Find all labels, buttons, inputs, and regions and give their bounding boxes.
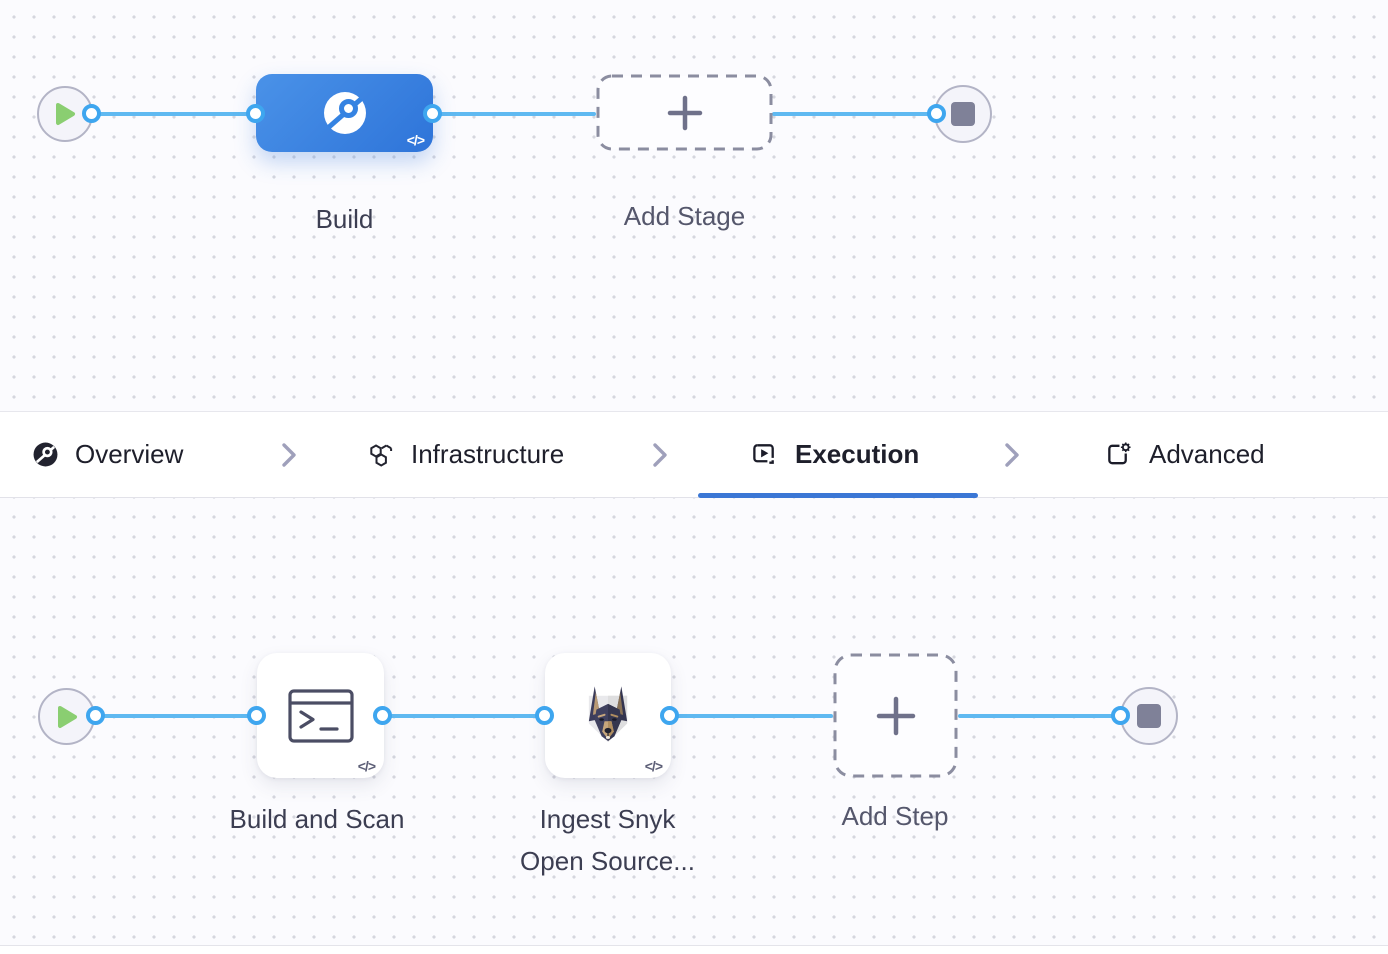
connector-line	[383, 714, 545, 718]
step-node-ingest-snyk[interactable]: </>	[545, 653, 671, 778]
stage-label-build: Build	[315, 204, 374, 234]
hexagons-icon	[370, 444, 393, 467]
stop-icon	[951, 102, 975, 126]
gear-box-icon	[1108, 442, 1131, 465]
code-icon[interactable]: </>	[357, 758, 376, 774]
connector-port[interactable]	[660, 706, 679, 725]
chevron-right-icon	[282, 442, 296, 467]
play-icon	[56, 103, 75, 125]
tab-overview[interactable]: Overview	[33, 412, 183, 497]
tab-label: Overview	[75, 439, 184, 469]
tab-infrastructure[interactable]: Infrastructure	[366, 412, 564, 497]
tab-label: Infrastructure	[411, 439, 565, 469]
snyk-dog-icon	[588, 685, 628, 742]
play-icon	[57, 705, 77, 728]
connector-port[interactable]	[1111, 706, 1130, 725]
connector-line	[958, 714, 1121, 718]
connector-port[interactable]	[247, 706, 266, 725]
chevron-right-icon	[653, 442, 667, 467]
stop-icon	[1137, 704, 1161, 728]
connector-port[interactable]	[423, 104, 442, 123]
connector-line	[772, 112, 937, 116]
connector-port[interactable]	[535, 706, 554, 725]
stage-canvas: </> Build Add Stage	[0, 0, 1388, 411]
add-step-label: Add Step	[841, 801, 949, 831]
connector-line	[433, 112, 596, 116]
step-node-build-and-scan[interactable]: </>	[257, 653, 384, 778]
connector-line	[670, 714, 833, 718]
connector-port[interactable]	[86, 706, 105, 725]
tab-advanced[interactable]: Advanced	[1105, 412, 1265, 497]
play-box-icon	[753, 444, 774, 464]
tab-label: Advanced	[1149, 439, 1265, 469]
ci-build-icon	[33, 442, 58, 467]
connector-port[interactable]	[82, 104, 101, 123]
step-label-build-and-scan: Build and Scan	[229, 804, 405, 834]
connector-port[interactable]	[927, 104, 946, 123]
ci-build-icon	[323, 92, 366, 134]
code-icon[interactable]: </>	[406, 132, 425, 148]
step-label-line1: Ingest Snyk	[539, 804, 676, 834]
tab-execution[interactable]: Execution	[751, 412, 919, 497]
code-icon[interactable]: </>	[644, 758, 663, 774]
connector-port[interactable]	[373, 706, 392, 725]
step-label-ingest-snyk: Ingest Snyk Open Source...	[485, 798, 730, 882]
bottom-strip	[0, 945, 1388, 954]
plus-icon	[876, 696, 915, 735]
connector-line	[92, 112, 256, 116]
selected-tab-underline	[698, 493, 978, 498]
plus-icon	[667, 95, 702, 130]
connector-line	[96, 714, 257, 718]
execution-canvas: </> </>	[0, 496, 1388, 945]
add-stage-button[interactable]	[596, 74, 773, 151]
terminal-icon	[287, 688, 354, 743]
tab-label: Execution	[795, 439, 920, 469]
execution-start-node[interactable]	[38, 688, 95, 745]
step-label-line2: Open Source...	[520, 846, 695, 876]
stage-node-build[interactable]: </>	[256, 74, 433, 152]
chevron-right-icon	[1005, 442, 1019, 467]
add-step-button[interactable]	[833, 653, 958, 778]
connector-port[interactable]	[246, 104, 265, 123]
add-stage-label: Add Stage	[623, 201, 746, 231]
stage-config-tabbar: Overview Infrastructure Execution	[0, 411, 1388, 498]
